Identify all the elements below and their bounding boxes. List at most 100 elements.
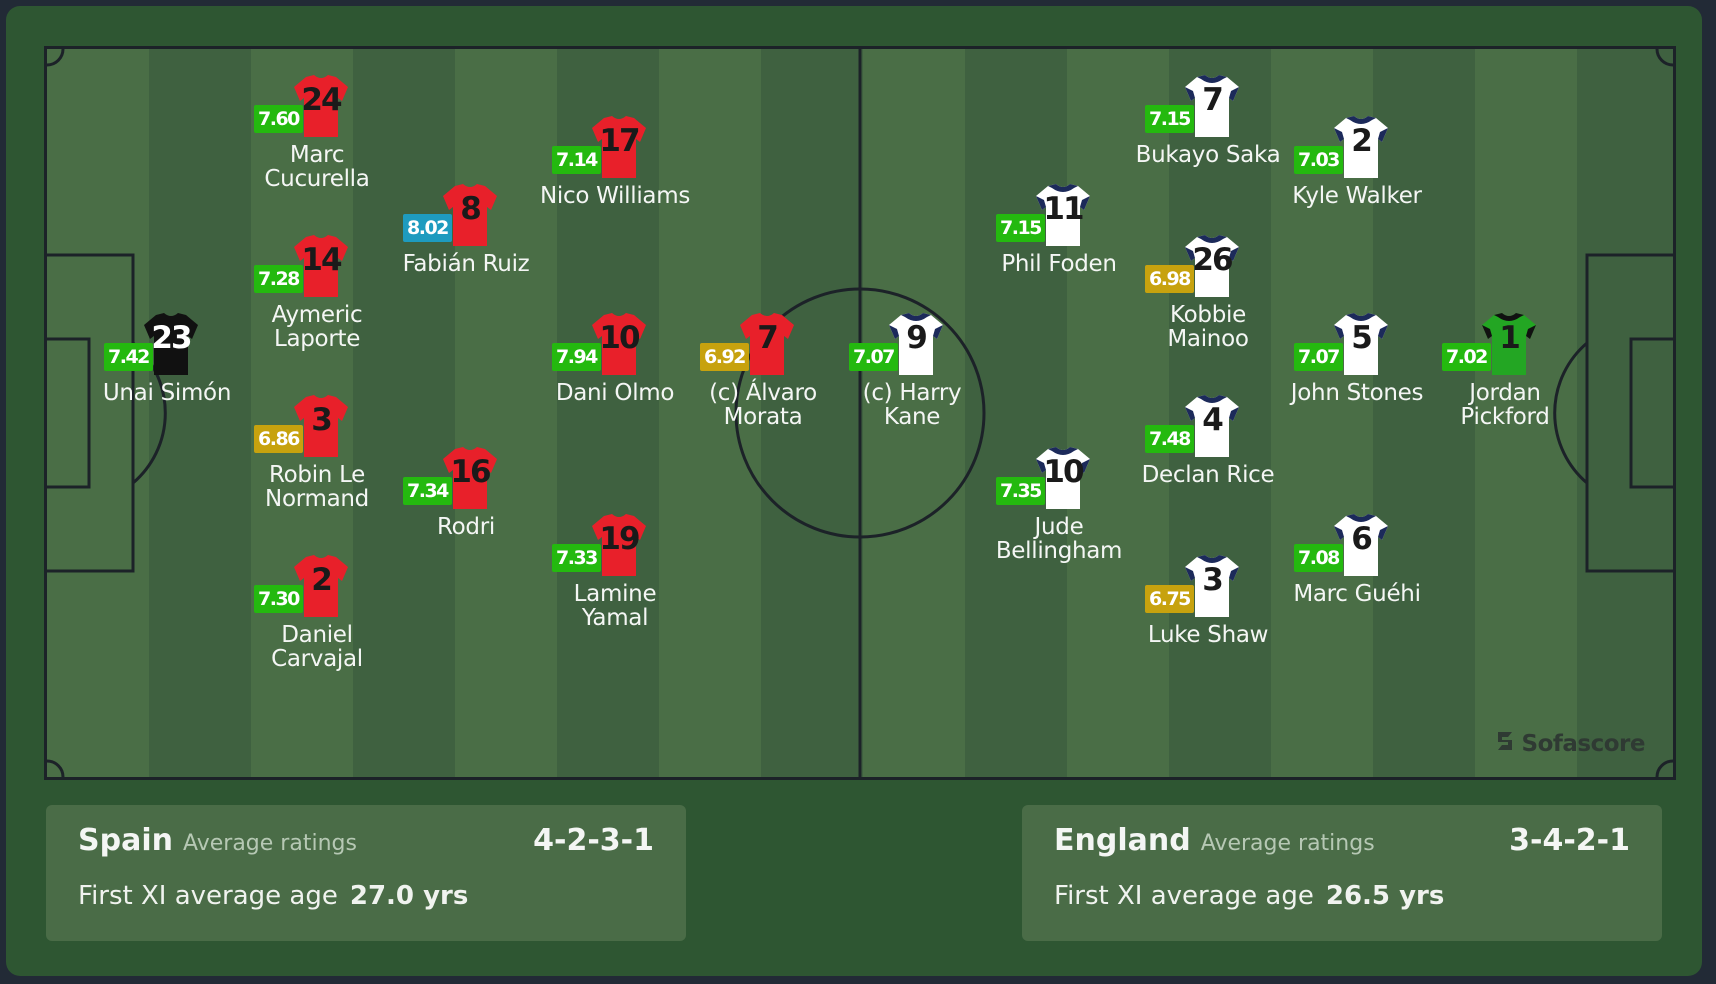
player-rating-badge: 7.14 xyxy=(552,146,601,174)
shirt-number: 4 xyxy=(1202,402,1224,438)
player-name: Jordan Pickford xyxy=(1460,380,1550,430)
player-name: (c) Álvaro Morata xyxy=(709,380,817,430)
player-name: Marc Guéhi xyxy=(1293,581,1421,607)
home-age-label: First XI average age xyxy=(78,881,338,911)
shirt-number: 3 xyxy=(1202,562,1224,598)
shirt-number: 7 xyxy=(757,320,779,356)
shirt-icon: 6 xyxy=(1332,514,1390,576)
shirt-icon: 7 xyxy=(1183,75,1241,137)
player-name: (c) Harry Kane xyxy=(862,380,962,430)
shirt-icon: 24 xyxy=(292,75,350,137)
home-age-value: 27.0 yrs xyxy=(349,881,469,911)
player-rating-badge: 7.94 xyxy=(552,343,601,371)
player-rating-badge: 6.86 xyxy=(254,425,303,453)
shirt-icon: 23 xyxy=(142,313,200,375)
player-name: Robin Le Normand xyxy=(265,462,369,512)
shirt-number: 26 xyxy=(1192,242,1233,278)
shirt-number: 6 xyxy=(1351,521,1373,557)
shirt-number: 2 xyxy=(1351,123,1373,159)
shirt-number: 14 xyxy=(301,242,342,278)
shirt-icon: 8 xyxy=(441,184,499,246)
shirt-number: 10 xyxy=(1043,454,1084,490)
shirt-icon: 9 xyxy=(887,313,945,375)
home-formation: 4-2-3-1 xyxy=(533,823,654,858)
shirt-icon: 16 xyxy=(441,447,499,509)
away-team-name: England xyxy=(1054,823,1191,858)
player-rating-badge: 7.15 xyxy=(1145,105,1194,133)
shirt-number: 24 xyxy=(301,82,342,118)
shirt-icon: 10 xyxy=(1034,447,1092,509)
watermark-text: Sofascore xyxy=(1521,731,1646,757)
shirt-number: 3 xyxy=(311,402,333,438)
shirt-number: 1 xyxy=(1499,320,1521,356)
player-name: Nico Williams xyxy=(540,183,691,209)
shirt-number: 19 xyxy=(599,521,640,557)
player-rating-badge: 7.30 xyxy=(254,585,303,613)
shirt-number: 16 xyxy=(450,454,491,490)
shirt-icon: 3 xyxy=(292,395,350,457)
player-rating-badge: 7.08 xyxy=(1294,544,1343,572)
home-team-name: Spain xyxy=(78,823,173,858)
player-rating-badge: 7.34 xyxy=(403,477,452,505)
player-name: Kobbie Mainoo xyxy=(1167,302,1249,352)
home-summary: Spain Average ratings 4-2-3-1 First XI av… xyxy=(46,805,686,941)
player-name: Jude Bellingham xyxy=(995,514,1123,564)
shirt-icon: 11 xyxy=(1034,184,1092,246)
player-rating-badge: 7.03 xyxy=(1294,146,1343,174)
player-name: Declan Rice xyxy=(1141,462,1275,488)
shirt-number: 10 xyxy=(599,320,640,356)
player-rating-badge: 7.07 xyxy=(849,343,898,371)
shirt-number: 17 xyxy=(599,123,640,159)
shirt-icon: 7 xyxy=(738,313,796,375)
player-rating-badge: 7.07 xyxy=(1294,343,1343,371)
shirt-icon: 3 xyxy=(1183,555,1241,617)
player-name: Aymeric Laporte xyxy=(271,302,363,352)
player-name: Marc Cucurella xyxy=(264,142,370,192)
shirt-icon: 2 xyxy=(1332,116,1390,178)
shirt-icon: 19 xyxy=(590,514,648,576)
player-rating-badge: 7.60 xyxy=(254,105,303,133)
player-rating-badge: 6.75 xyxy=(1145,585,1194,613)
player-rating-badge: 7.15 xyxy=(996,214,1045,242)
shirt-number: 7 xyxy=(1202,82,1224,118)
shirt-icon: 14 xyxy=(292,235,350,297)
shirt-icon: 26 xyxy=(1183,235,1241,297)
shirt-icon: 2 xyxy=(292,555,350,617)
away-age-label: First XI average age xyxy=(1054,881,1314,911)
shirt-icon: 17 xyxy=(590,116,648,178)
shirt-number: 5 xyxy=(1351,320,1373,356)
player-name: Kyle Walker xyxy=(1292,183,1422,209)
player-name: Phil Foden xyxy=(1001,251,1117,277)
player-rating-badge: 7.33 xyxy=(552,544,601,572)
player-rating-badge: 8.02 xyxy=(403,214,452,242)
home-average-ratings-label: Average ratings xyxy=(182,831,357,856)
player-name: Daniel Carvajal xyxy=(271,622,363,672)
player-rating-badge: 6.98 xyxy=(1145,265,1194,293)
player-rating-badge: 7.02 xyxy=(1442,343,1491,371)
